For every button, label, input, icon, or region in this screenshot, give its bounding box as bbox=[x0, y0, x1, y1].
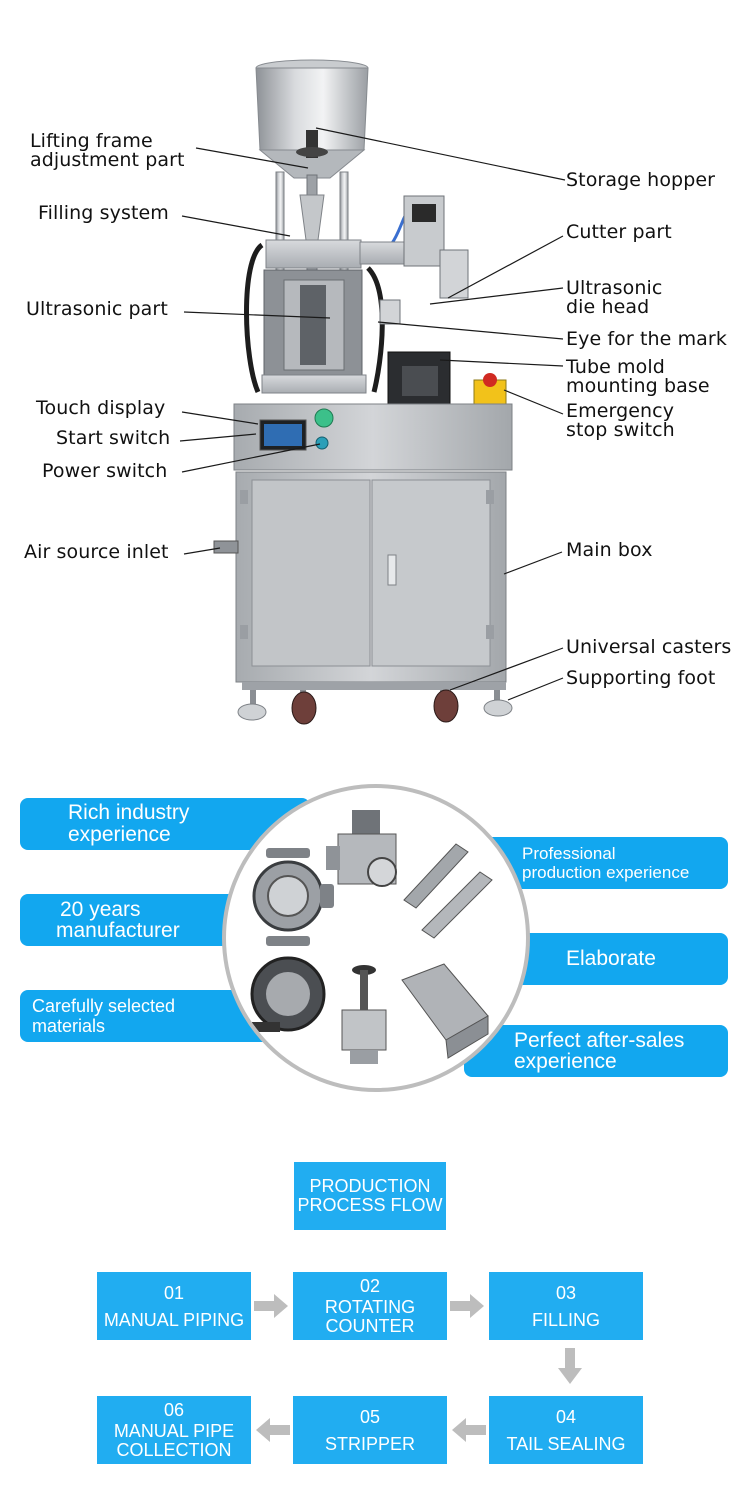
step-label: MANUAL PIPING bbox=[103, 1309, 245, 1330]
advantage-rich-industry-line2: experience bbox=[68, 823, 171, 846]
label-lifting-frame-line2: adjustment part bbox=[30, 149, 185, 171]
label-touch-display: Touch display bbox=[36, 397, 166, 419]
advantage-after-sales: Perfect after-sales experience bbox=[464, 1025, 728, 1077]
step-label-line2: COUNTER bbox=[325, 1316, 415, 1336]
label-universal-casters: Universal casters bbox=[566, 636, 732, 658]
label-air-source-inlet: Air source inlet bbox=[24, 541, 169, 563]
label-emergency-line2: stop switch bbox=[566, 419, 675, 441]
label-lifting-frame-line1: Lifting frame bbox=[30, 130, 153, 152]
advantage-20-years: 20 years manufacturer bbox=[20, 894, 250, 946]
valve-block-part bbox=[326, 810, 397, 887]
leader-lines bbox=[179, 127, 566, 701]
label-start-switch: Start switch bbox=[56, 427, 171, 449]
machine-parts-illustration bbox=[250, 810, 493, 1064]
label-main-box: Main box bbox=[566, 539, 653, 561]
advantage-elaborate: Elaborate bbox=[500, 933, 728, 985]
machine-diagram: Lifting frame adjustment part Filling sy… bbox=[24, 59, 732, 725]
arrow-left-icon bbox=[256, 1418, 290, 1442]
step-label: STRIPPER bbox=[324, 1433, 416, 1454]
process-step-02: 02 ROTATING COUNTER bbox=[293, 1272, 447, 1340]
cross-valve-part bbox=[252, 848, 334, 946]
label-storage-hopper: Storage hopper bbox=[566, 169, 716, 191]
step-number: 01 bbox=[163, 1282, 185, 1303]
step-label: MANUAL PIPE bbox=[113, 1421, 235, 1441]
arrow-right-icon bbox=[450, 1294, 484, 1318]
advantage-elaborate-line1: Elaborate bbox=[566, 947, 656, 970]
process-step-04: 04 TAIL SEALING bbox=[489, 1396, 643, 1464]
advantage-20-years-line2: manufacturer bbox=[56, 919, 180, 942]
process-title-line1: PRODUCTION bbox=[309, 1176, 431, 1196]
label-emergency-stop: Emergency stop switch bbox=[566, 402, 675, 440]
process-step-05: 05 STRIPPER bbox=[293, 1396, 447, 1464]
arrow-down-icon bbox=[558, 1348, 582, 1384]
step-number: 04 bbox=[555, 1406, 577, 1427]
process-title: PRODUCTION PROCESS FLOW bbox=[294, 1162, 446, 1230]
step-label: FILLING bbox=[531, 1309, 601, 1330]
label-lifting-frame: Lifting frame adjustment part bbox=[30, 132, 185, 170]
process-step-03: 03 FILLING bbox=[489, 1272, 643, 1340]
label-tube-mold-base: Tube mold mounting base bbox=[566, 358, 710, 396]
step-number: 02 bbox=[359, 1276, 381, 1296]
advantage-rich-industry-line1: Rich industry bbox=[68, 801, 190, 824]
step-label: ROTATING bbox=[324, 1297, 416, 1317]
label-die-head-line2: die head bbox=[566, 296, 650, 318]
process-step-01: 01 MANUAL PIPING bbox=[97, 1272, 251, 1340]
label-ultrasonic-part: Ultrasonic part bbox=[26, 298, 168, 320]
advantage-after-sales-line2: experience bbox=[514, 1050, 617, 1073]
process-step-06: 06 MANUAL PIPE COLLECTION bbox=[97, 1396, 251, 1464]
filling-nozzle-part bbox=[341, 965, 387, 1064]
label-power-switch: Power switch bbox=[42, 460, 168, 482]
label-eye-for-mark: Eye for the mark bbox=[566, 328, 727, 350]
label-die-head-line1: Ultrasonic bbox=[566, 277, 663, 299]
advantage-materials-line2: materials bbox=[32, 1016, 106, 1036]
mold-block-part bbox=[401, 963, 489, 1059]
process-title-line2: PROCESS FLOW bbox=[297, 1195, 443, 1215]
step-label-line2: COLLECTION bbox=[116, 1440, 232, 1460]
label-tube-mold-line1: Tube mold bbox=[566, 356, 665, 378]
step-label: TAIL SEALING bbox=[506, 1433, 626, 1454]
label-emergency-line1: Emergency bbox=[566, 400, 675, 422]
arrow-right-icon bbox=[254, 1294, 288, 1318]
advantage-professional-line1: Professional bbox=[522, 844, 616, 863]
storage-hopper-shape bbox=[255, 59, 369, 179]
advantage-professional-line2: production experience bbox=[522, 863, 690, 882]
arrow-left-icon bbox=[452, 1418, 486, 1442]
cylinder-part bbox=[250, 956, 326, 1032]
advantage-20-years-line1: 20 years bbox=[60, 898, 141, 921]
cutter-rails-part bbox=[403, 843, 493, 939]
advantage-materials-line1: Carefully selected bbox=[32, 996, 176, 1016]
label-supporting-foot: Supporting foot bbox=[566, 667, 716, 689]
advantage-after-sales-line1: Perfect after-sales bbox=[514, 1029, 685, 1052]
step-number: 06 bbox=[163, 1400, 185, 1420]
label-cutter-part: Cutter part bbox=[566, 221, 672, 243]
step-number: 05 bbox=[359, 1406, 381, 1427]
parts-showcase-circle bbox=[222, 784, 530, 1092]
label-filling-system: Filling system bbox=[38, 202, 169, 224]
label-tube-mold-line2: mounting base bbox=[566, 375, 710, 397]
filling-machine-illustration bbox=[179, 59, 566, 725]
step-number: 03 bbox=[555, 1282, 577, 1303]
label-ultrasonic-die-head: Ultrasonic die head bbox=[566, 279, 662, 317]
